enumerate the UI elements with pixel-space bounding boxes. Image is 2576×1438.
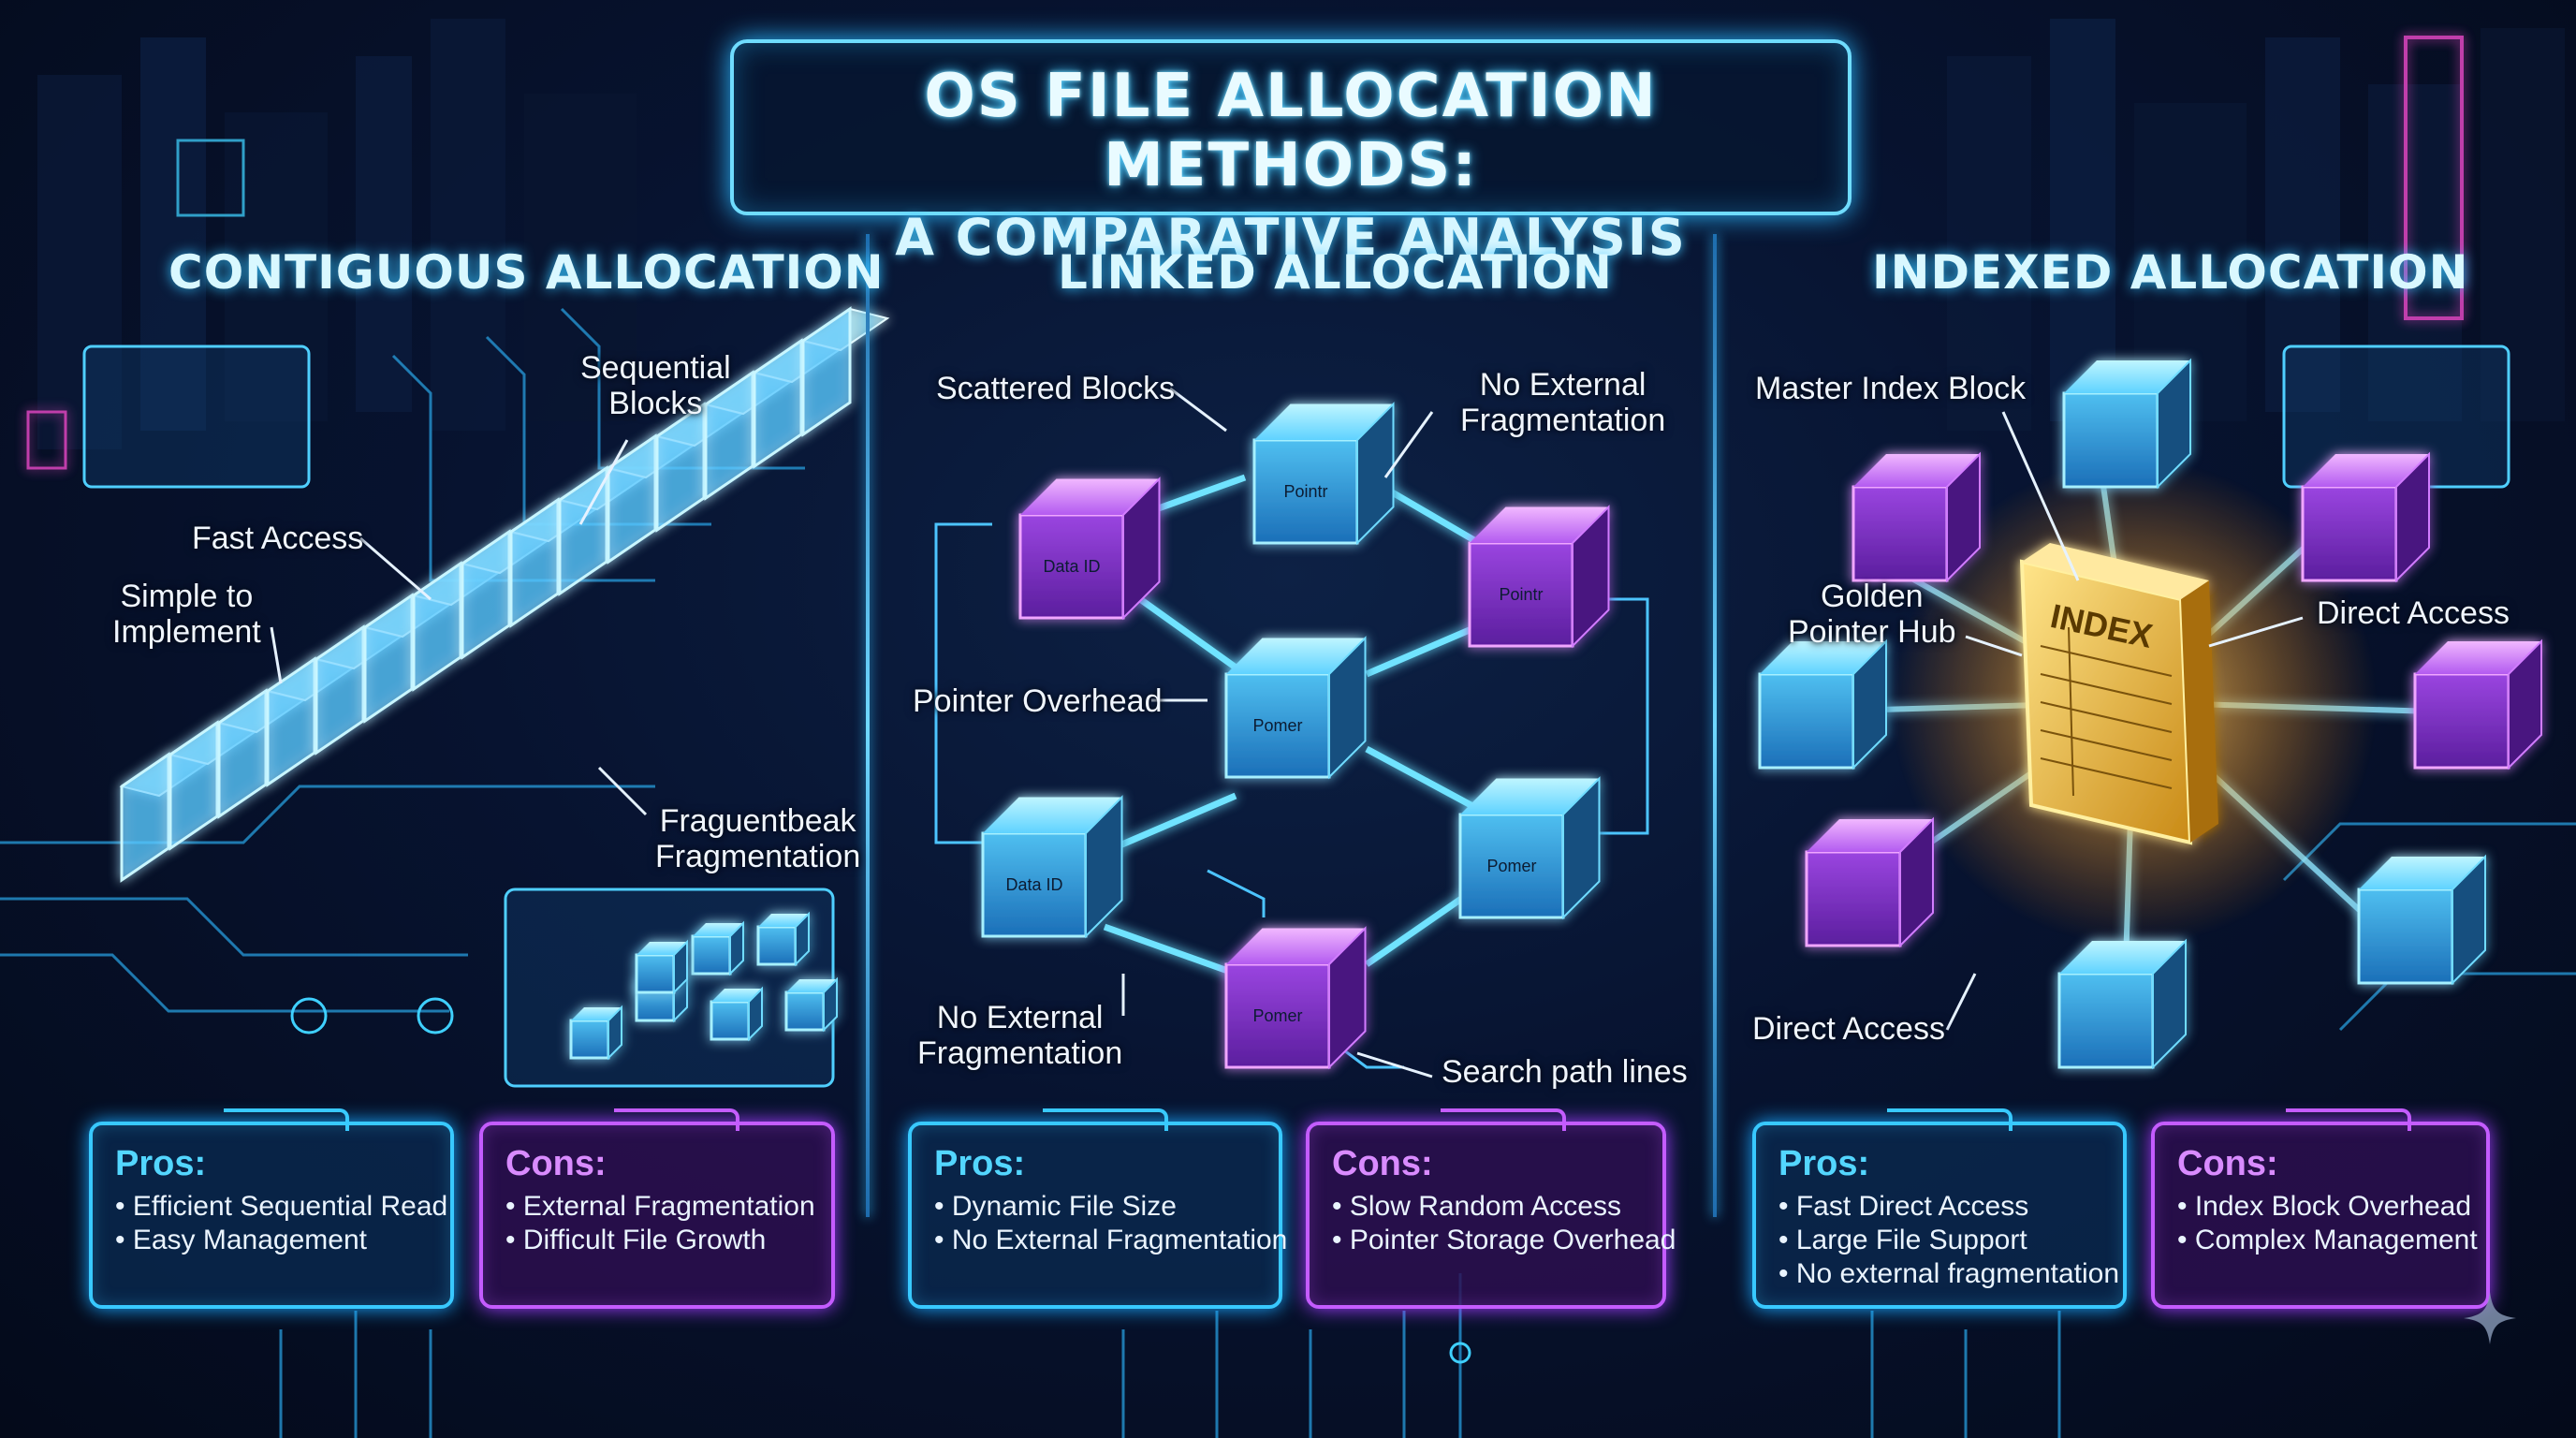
contiguous-title: CONTIGUOUS ALLOCATION [168,245,885,300]
card-tab [224,1108,349,1131]
card-tab [1887,1108,2012,1131]
cons-list: External Fragmentation Difficult File Gr… [505,1190,815,1257]
linked-title: LINKED ALLOCATION [1058,245,1613,300]
list-item: Pointer Storage Overhead [1332,1224,1676,1257]
indexed-blocks [1758,358,2542,1070]
block-label: Data ID [1005,875,1062,894]
list-item: No external fragmentation [1778,1257,2119,1291]
main-title: OS FILE ALLOCATION METHODS: [924,62,1658,200]
list-item: Complex Management [2177,1224,2478,1257]
circuit-nodes [290,997,1471,1364]
cons-list: Slow Random Access Pointer Storage Overh… [1332,1190,1676,1257]
indexed-block [2357,854,2486,986]
block-label: Pointr [1499,585,1543,604]
label-direct-access-bottom: Direct Access [1752,1011,1945,1047]
label-no-external-fragmentation-top: No External Fragmentation [1460,367,1666,438]
linked-cons-card: Cons: Slow Random Access Pointer Storage… [1306,1108,1676,1309]
fragment-cube [569,1005,622,1061]
label-fast-access: Fast Access [192,521,364,556]
label-sequential-blocks: Sequential Blocks [580,350,731,421]
pros-heading: Pros: [115,1144,207,1183]
contiguous-block [800,306,890,437]
pros-list: Fast Direct Access Large File Support No… [1778,1190,2119,1291]
indexed-cons-card: Cons: Index Block Overhead Complex Manag… [2151,1108,2490,1309]
block-label: Pomer [1252,1006,1302,1025]
card-tab [1043,1108,1168,1131]
cons-list: Index Block Overhead Complex Management [2177,1190,2478,1257]
linked-pros-card: Pros: Dynamic File Size No External Frag… [908,1108,1288,1309]
label-golden-pointer-hub: Golden Pointer Hub [1788,579,1956,650]
indexed-block [2057,938,2187,1070]
linked-block: Pomer [1458,776,1601,920]
main-subtitle: A COMPARATIVE ANALYSIS [895,208,1687,267]
indexed-block [1852,451,1981,583]
fragment-cube [691,920,744,976]
list-item: External Fragmentation [505,1190,815,1224]
list-item: Index Block Overhead [2177,1190,2471,1224]
indexed-block [2062,358,2191,490]
section-divider-right [1713,234,1717,1217]
fragmentation-cubes [569,911,838,1061]
indexed-block [1758,638,1887,770]
label-direct-access-right: Direct Access [2317,595,2510,631]
list-item: Easy Management [115,1224,428,1257]
contiguous-cons-card: Cons: External Fragmentation Difficult F… [479,1108,835,1309]
indexed-block [2301,451,2430,583]
card-tab [614,1108,739,1131]
cons-heading: Cons: [2177,1144,2278,1183]
fragment-cube [756,911,810,967]
label-search-path-lines: Search path lines [1442,1054,1688,1090]
cons-heading: Cons: [1332,1144,1433,1183]
section-divider-left [866,234,870,1217]
pros-heading: Pros: [1778,1144,1870,1183]
linked-block: Pomer [1224,636,1367,780]
golden-index-block [2019,543,2218,845]
indexed-block [1805,816,1934,948]
card-tab [2286,1108,2411,1131]
sparkle-icon [2464,1292,2516,1344]
label-fragmentation: Fraguentbeak Fragmentation [655,803,861,874]
contiguous-block-row [119,306,890,883]
list-item: Efficient Sequential Read [115,1190,447,1224]
fragment-cube [710,986,763,1042]
list-item: No External Fragmentation [934,1224,1288,1257]
block-label: Pomer [1252,716,1302,735]
linked-block: Data ID [1018,477,1161,621]
main-title-box: OS FILE ALLOCATION METHODS: A COMPARATIV… [730,39,1852,267]
list-item: Large File Support [1778,1224,2100,1257]
pros-list: Dynamic File Size No External Fragmentat… [934,1190,1288,1257]
fragment-cube [784,976,838,1033]
label-no-external-fragmentation-bottom: No External Fragmentation [917,1000,1123,1071]
label-leader-lines [270,387,2304,1078]
pros-list: Efficient Sequential Read Easy Managemen… [115,1190,447,1257]
label-pointer-overhead: Pointer Overhead [913,683,1163,719]
contiguous-pros-card: Pros: Efficient Sequential Read Easy Man… [89,1108,454,1309]
city-skyline [26,19,2565,470]
pros-heading: Pros: [934,1144,1026,1183]
list-item: Slow Random Access [1332,1190,1640,1224]
linked-block: Pointr [1468,505,1610,649]
indexed-title: INDEXED ALLOCATION [1872,245,2469,300]
card-tab [1441,1108,1566,1131]
fragment-cube [635,939,688,995]
linked-block: Data ID [981,795,1123,939]
block-label: Pomer [1486,857,1536,875]
block-label: Pointr [1283,482,1327,501]
linked-block: Pointr [1252,402,1395,546]
indexed-block [2413,638,2542,770]
cons-heading: Cons: [505,1144,607,1183]
label-master-index-block: Master Index Block [1755,371,2027,406]
linked-block: Pomer [1224,926,1367,1070]
indexed-pros-card: Pros: Fast Direct Access Large File Supp… [1752,1108,2127,1309]
label-simple-to-implement: Simple to Implement [112,579,261,650]
list-item: Dynamic File Size [934,1190,1256,1224]
block-label: Data ID [1043,557,1100,576]
list-item: Fast Direct Access [1778,1190,2100,1224]
label-scattered-blocks: Scattered Blocks [936,371,1176,406]
list-item: Difficult File Growth [505,1224,809,1257]
